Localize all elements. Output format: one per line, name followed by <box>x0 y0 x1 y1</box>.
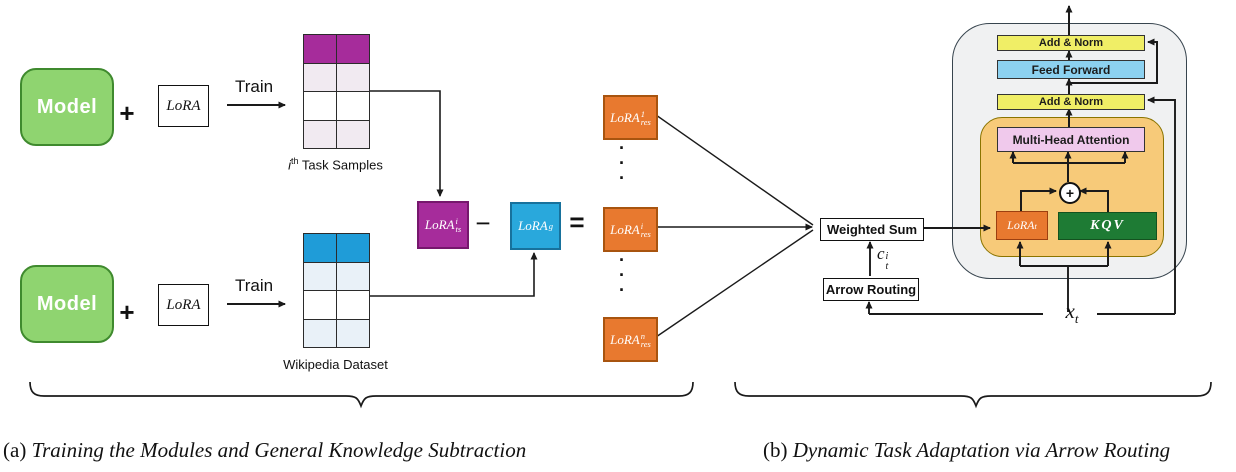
grid-cell <box>337 291 369 319</box>
grid-cell <box>304 92 336 120</box>
model-box-top: Model <box>20 68 114 146</box>
subtraction-connectors <box>368 90 538 297</box>
add-norm-top-box: Add & Norm <box>997 35 1145 51</box>
train-label-top: Train <box>235 77 274 96</box>
lora-box-bottom: LoRA <box>158 284 209 326</box>
task-samples-grid <box>303 34 370 149</box>
task-samples-label: ith Task Samples <box>288 156 383 173</box>
grid-cell <box>337 63 369 91</box>
lora-box-top: LoRA <box>158 85 209 127</box>
train-arrows <box>227 101 286 308</box>
model-label: Model <box>36 95 98 118</box>
train-label-bottom: Train <box>235 276 274 295</box>
grid-cell <box>304 120 336 148</box>
grid-cell <box>304 291 336 319</box>
grid-cell <box>337 234 369 262</box>
grid-cell <box>337 35 369 63</box>
model-label: Model <box>36 292 98 315</box>
multi-head-attention-box: Multi-Head Attention <box>997 127 1145 152</box>
ellipsis-dots-upper: ··· <box>619 138 625 188</box>
grid-cell <box>337 262 369 290</box>
wikipedia-label: Wikipedia Dataset <box>283 357 388 372</box>
grid-cell <box>304 262 336 290</box>
plus-operator-top: + <box>119 98 135 128</box>
lora-g-module: LoRA g <box>510 202 561 250</box>
lora-label: LoRA <box>166 97 201 114</box>
weighted-sum-fanin <box>655 114 814 338</box>
kqv-box: KQV <box>1058 212 1157 240</box>
grid-cell <box>304 234 336 262</box>
grid-cell <box>304 319 336 347</box>
caption-b: (b) Dynamic Task Adaptation via Arrow Ro… <box>763 438 1171 462</box>
grid-cell <box>337 120 369 148</box>
caption-a: (a) Training the Modules and General Kno… <box>3 438 527 462</box>
section-braces <box>29 381 1212 409</box>
grid-cell <box>304 63 336 91</box>
plus-circle-icon: + <box>1059 182 1081 204</box>
grid-cell <box>337 92 369 120</box>
equals-operator: = <box>569 207 585 237</box>
ellipsis-dots-lower: ··· <box>619 250 625 300</box>
grid-cell <box>304 35 336 63</box>
model-box-bottom: Model <box>20 265 114 343</box>
arrow-routing-box: Arrow Routing <box>823 278 919 301</box>
plus-operator-bottom: + <box>119 297 135 327</box>
feed-forward-box: Feed Forward <box>997 60 1145 79</box>
minus-operator: − <box>475 208 491 238</box>
weighted-sum-box: Weighted Sum <box>820 218 924 241</box>
wikipedia-grid <box>303 233 370 348</box>
lora-label: LoRA <box>166 296 201 313</box>
input-token-label: xt <box>1065 299 1079 327</box>
grid-cell <box>337 319 369 347</box>
add-norm-mid-box: Add & Norm <box>997 94 1145 110</box>
